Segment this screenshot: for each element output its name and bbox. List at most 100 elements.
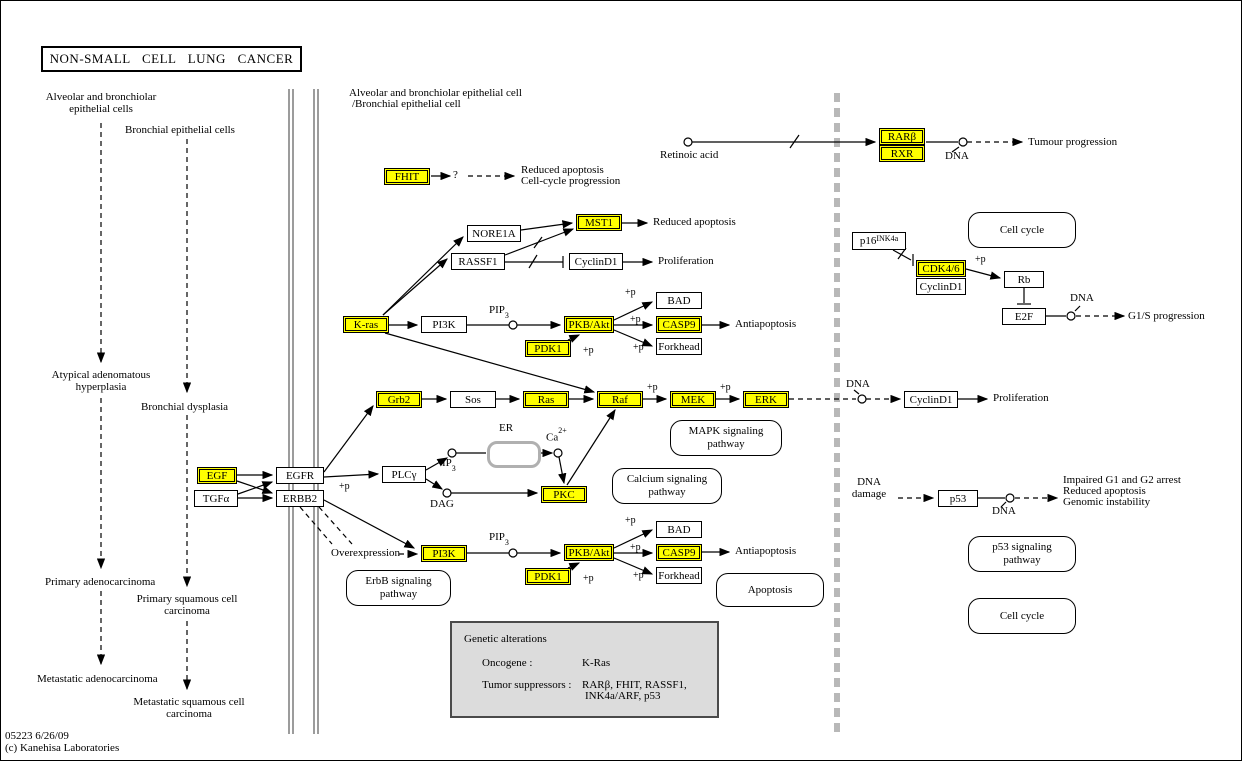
proliferation-label-nucleus: Proliferation: [993, 392, 1049, 404]
phospho-label-cdk-rb: +p: [975, 254, 986, 265]
retinoic-acid-label: Retinoic acid: [660, 149, 719, 161]
gene-pkc[interactable]: PKC: [541, 486, 587, 503]
phospho-label-raf-mek: +p: [647, 382, 658, 393]
gene-casp9-erbb[interactable]: CASP9: [656, 544, 702, 561]
gene-rassf1[interactable]: RASSF1: [451, 253, 505, 270]
gene-cdk46[interactable]: CDK4/6: [916, 260, 966, 277]
epithelial-header-line1: Alveolar and bronchiolar epithelial cell: [349, 87, 522, 99]
phospho-label-akt-forkhead-lower: +p: [633, 570, 644, 581]
er-label: ER: [499, 422, 514, 434]
p53-outcome-3: Genomic instability: [1063, 496, 1151, 508]
oncogene-label: Oncogene :: [482, 657, 533, 669]
stage-bronchial-dysplasia: Bronchial dysplasia: [141, 401, 229, 413]
dna-damage-label: DNA damage: [851, 476, 887, 501]
cell-membrane: [288, 89, 319, 734]
pathway-box-erbb[interactable]: ErbB signaling pathway: [346, 570, 451, 606]
gene-cyclind1[interactable]: CyclinD1: [569, 253, 623, 270]
pathway-box-mapk[interactable]: MAPK signaling pathway: [670, 420, 782, 456]
dna-label-rxr: DNA: [945, 150, 969, 162]
dag-label: DAG: [430, 498, 454, 510]
p16-label: p16: [859, 235, 877, 247]
tumor-suppressors-value-1: RARβ, FHIT, RASSF1,: [582, 679, 687, 691]
gene-grb2[interactable]: Grb2: [376, 391, 422, 408]
gene-casp9[interactable]: CASP9: [656, 316, 702, 333]
p53-outcome-1: Impaired G1 and G2 arrest: [1063, 474, 1181, 486]
gene-plcg[interactable]: PLCγ: [382, 466, 426, 483]
dna-label-e2f: DNA: [1070, 292, 1094, 304]
gene-pdk1[interactable]: PDK1: [525, 340, 571, 357]
tumour-progression-label: Tumour progression: [1028, 136, 1118, 148]
tumor-suppressors-value-2: INK4a/ARF, p53: [585, 690, 661, 702]
phospho-label-pdk1-akt-lower: +p: [583, 573, 594, 584]
gene-rxr[interactable]: RXR: [879, 145, 925, 162]
pathway-box-p53-signaling[interactable]: p53 signaling pathway: [968, 536, 1076, 572]
gene-pdk1-erbb[interactable]: PDK1: [525, 568, 571, 585]
phospho-label-mek-erk: +p: [720, 382, 731, 393]
gene-erk[interactable]: ERK: [743, 391, 789, 408]
gene-forkhead-erbb[interactable]: Forkhead: [656, 567, 702, 584]
gene-p53[interactable]: p53: [938, 490, 978, 507]
er-organelle: [487, 441, 541, 468]
stage-bronchial-cells: Bronchial epithelial cells: [125, 124, 235, 136]
gene-e2f[interactable]: E2F: [1002, 308, 1046, 325]
antiapoptosis-label-upper: Antiapoptosis: [735, 318, 797, 330]
gene-rarb[interactable]: RARβ: [879, 128, 925, 145]
genetic-alterations-title: Genetic alterations: [464, 633, 547, 645]
dna-label-mapk: DNA: [846, 378, 870, 390]
gene-pkb-akt[interactable]: PKB/Akt: [564, 316, 614, 333]
copyright: (c) Kanehisa Laboratories: [5, 742, 120, 754]
g1s-progression-label: G1/S progression: [1128, 310, 1205, 322]
gene-pi3k[interactable]: PI3K: [421, 316, 467, 333]
gene-raf[interactable]: Raf: [597, 391, 643, 408]
stage-alveolar-cells: Alveolar and bronchiolar epithelial cell…: [45, 91, 157, 116]
mst1-outcome: Reduced apoptosis: [653, 216, 736, 228]
gene-erbb2[interactable]: ERBB2: [276, 490, 324, 507]
gene-rb[interactable]: Rb: [1004, 271, 1044, 288]
fhit-outcome-2: Cell-cycle progression: [521, 175, 621, 187]
gene-nore1a[interactable]: NORE1A: [467, 225, 521, 242]
gene-cyclind1-nucleus[interactable]: CyclinD1: [904, 391, 958, 408]
gene-mek[interactable]: MEK: [670, 391, 716, 408]
map-title: NON-SMALL CELL LUNG CANCER: [41, 46, 302, 72]
pathway-box-cell-cycle-bottom[interactable]: Cell cycle: [968, 598, 1076, 634]
gene-pi3k-erbb[interactable]: PI3K: [421, 545, 467, 562]
cyclind1-outcome: Proliferation: [658, 255, 714, 267]
pathway-box-cell-cycle-top[interactable]: Cell cycle: [968, 212, 1076, 248]
tumor-suppressors-label: Tumor suppressors :: [482, 679, 572, 691]
calcium-label: Ca2+: [546, 426, 567, 444]
gene-sos[interactable]: Sos: [450, 391, 496, 408]
gene-cyclind1-cdk[interactable]: CyclinD1: [916, 278, 966, 295]
pip3-label-lower: PIP3: [489, 531, 509, 548]
phospho-label-egfr: +p: [339, 481, 350, 492]
gene-kras[interactable]: K-ras: [343, 316, 389, 333]
map-id: 05223 6/26/09: [5, 730, 69, 742]
progression-arrows: [96, 123, 192, 691]
pathway-box-apoptosis[interactable]: Apoptosis: [716, 573, 824, 607]
phospho-label-akt-casp9-lower: +p: [630, 542, 641, 553]
gene-pkb-akt-erbb[interactable]: PKB/Akt: [564, 544, 614, 561]
gene-egfr[interactable]: EGFR: [276, 467, 324, 484]
epithelial-header-line2: /Bronchial epithelial cell: [352, 98, 461, 110]
stage-metastatic-squamous: Metastatic squamous cell carcinoma: [133, 696, 245, 721]
gene-bad-erbb[interactable]: BAD: [656, 521, 702, 538]
phospho-label-akt-casp9: +p: [630, 314, 641, 325]
gene-tgfa[interactable]: TGFα: [194, 490, 238, 507]
overexpression-label: Overexpression: [331, 547, 401, 559]
unknown-mediator-label: ?: [453, 169, 458, 181]
gene-fhit[interactable]: FHIT: [384, 168, 430, 185]
antiapoptosis-label-lower: Antiapoptosis: [735, 545, 797, 557]
gene-forkhead[interactable]: Forkhead: [656, 338, 702, 355]
phospho-label-akt-forkhead: +p: [633, 342, 644, 353]
gene-egf[interactable]: EGF: [197, 467, 237, 484]
fhit-outcome-1: Reduced apoptosis: [521, 164, 604, 176]
gene-bad[interactable]: BAD: [656, 292, 702, 309]
stage-primary-adenocarcinoma: Primary adenocarcinoma: [45, 576, 156, 588]
pathway-box-calcium[interactable]: Calcium signaling pathway: [612, 468, 722, 504]
gene-mst1[interactable]: MST1: [576, 214, 622, 231]
dna-label-p53: DNA: [992, 505, 1016, 517]
stage-atypical-hyperplasia: Atypical adenomatous hyperplasia: [51, 369, 151, 394]
gene-ras[interactable]: Ras: [523, 391, 569, 408]
